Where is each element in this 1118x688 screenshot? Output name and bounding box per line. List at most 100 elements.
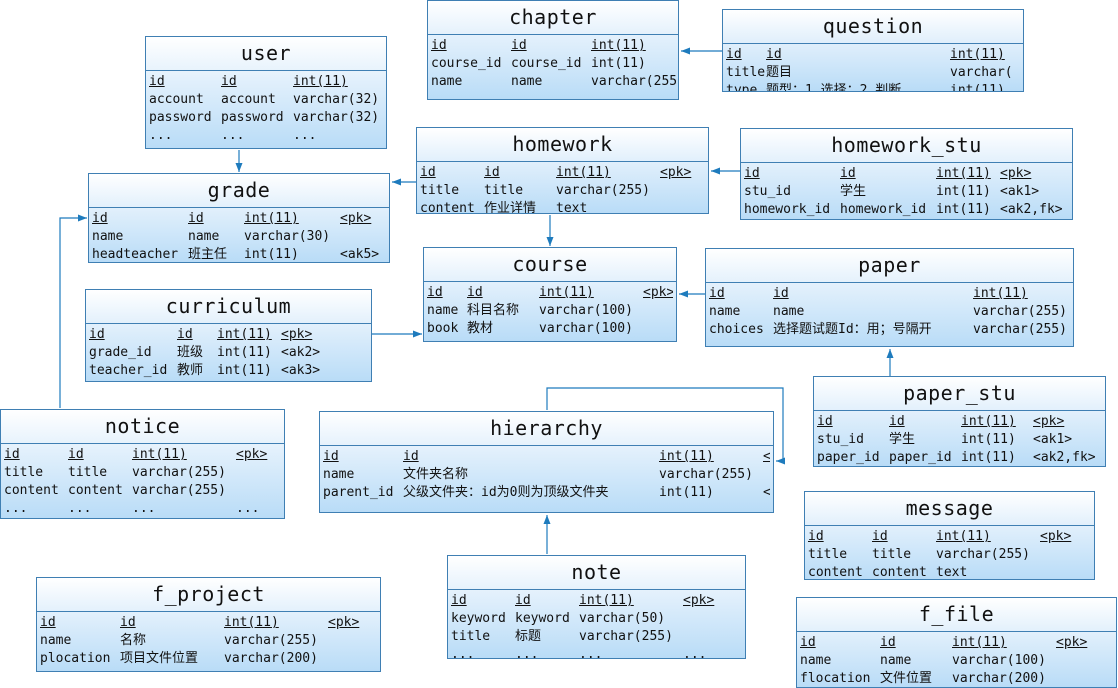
column-code: stu_id (817, 432, 864, 447)
column-code: headteacher (92, 247, 179, 262)
column-name: id (467, 285, 483, 300)
column-type: int(11) (579, 593, 634, 608)
column-code: content (808, 565, 863, 580)
column-name: 父级文件夹：id为0则为顶级文件夹 (403, 485, 609, 500)
entity-hierarchy[interactable]: hierarchyididint(11)<pk>name文件夹名称varchar… (319, 411, 774, 513)
column-key: <pk> (1040, 529, 1072, 544)
column-code: type (726, 83, 758, 92)
column-key: <ak1> (1033, 432, 1073, 447)
column-key (236, 482, 281, 500)
column-code: keyword (451, 611, 506, 626)
column-name: 题目 (766, 65, 793, 80)
column-key: <ak1> (1000, 184, 1040, 199)
column-name: 学生 (840, 184, 867, 199)
column-key: <pk> (643, 285, 673, 300)
column-key: ... (236, 501, 260, 516)
column-type: int(11) (224, 615, 279, 630)
column-key (1056, 670, 1113, 687)
column-type: int(11) (244, 247, 299, 262)
entity-title: paper (706, 249, 1073, 283)
column-type: varchar(255) (224, 633, 318, 648)
column-name: name (511, 74, 543, 89)
column-code: ... (4, 501, 28, 516)
column-name: id (68, 447, 84, 462)
column-type: varchar(200) (952, 671, 1046, 686)
column-type: int(11) (936, 184, 991, 199)
column-key: <ak2,fk> (1033, 450, 1096, 465)
column-type: int(11) (961, 432, 1016, 447)
column-code: teacher_id (89, 363, 168, 378)
column-code: id (92, 211, 108, 226)
column-name: 作业详情 (484, 201, 537, 214)
column-key: <ak3> (281, 363, 321, 378)
column-key (328, 650, 377, 668)
column-key (643, 302, 673, 320)
entity-title: grade (89, 174, 389, 208)
column-name: id (120, 615, 136, 630)
column-code: title (726, 65, 766, 80)
column-code: id (323, 449, 339, 464)
column-key (1040, 546, 1091, 564)
column-type: int(11) (591, 38, 646, 53)
column-type: int(11) (936, 529, 991, 544)
column-name: content (68, 483, 123, 498)
column-key (1056, 652, 1113, 670)
column-name: id (515, 593, 531, 608)
column-code: choices (709, 322, 764, 337)
column-name: 题型：1 选择；2 判断 (766, 83, 902, 92)
column-type: varchar(255) (936, 547, 1030, 562)
column-code: flocation (800, 671, 871, 686)
column-name: name (773, 304, 805, 319)
column-key: <ak2,fk> (1000, 202, 1063, 217)
column-key: <pk> (660, 165, 692, 180)
column-type: varchar(255) (132, 483, 226, 498)
column-type: varchar(255) (579, 629, 673, 644)
column-code: name (92, 229, 124, 244)
column-code: title (808, 547, 848, 562)
column-type: int(11) (217, 345, 272, 360)
column-code: id (451, 593, 467, 608)
column-type: varchar(255) (659, 467, 753, 482)
column-name: 标题 (515, 629, 542, 644)
column-type: int(11) (591, 56, 646, 71)
column-name: 文件夹名称 (403, 467, 469, 482)
column-name: 教材 (467, 321, 494, 336)
column-type: int(11) (973, 286, 1028, 301)
column-key: <ak2> (281, 345, 321, 360)
column-key (643, 320, 673, 338)
